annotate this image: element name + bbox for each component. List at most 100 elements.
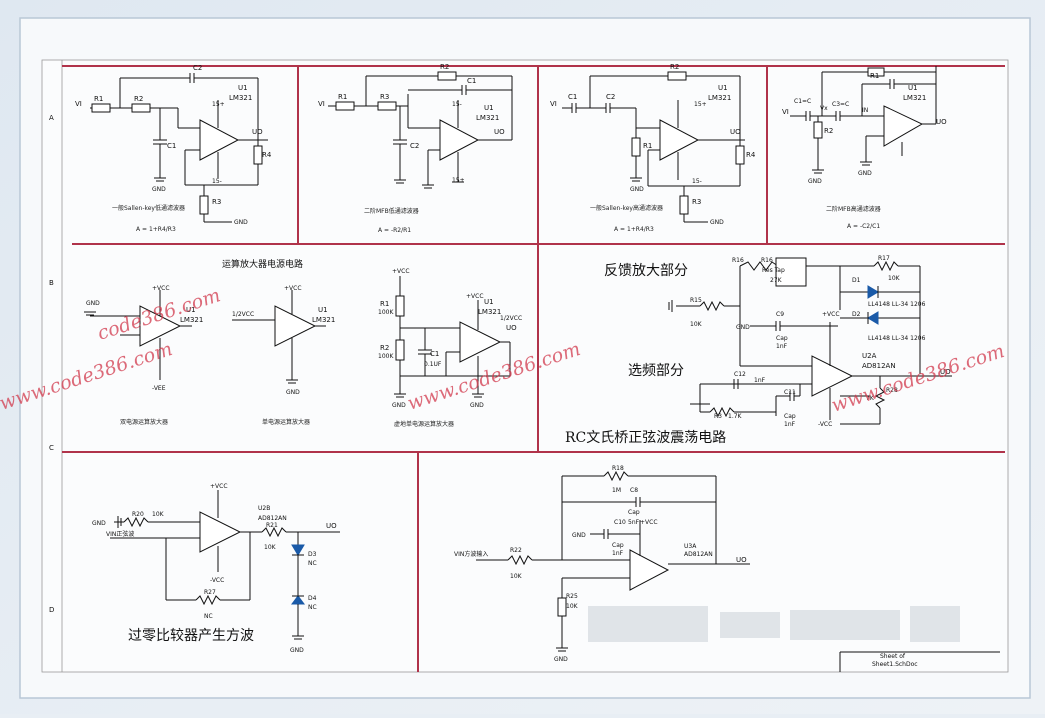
label-vplus: 15+ bbox=[694, 101, 707, 108]
label-gnd: GND bbox=[92, 520, 106, 527]
label-uo: UO bbox=[326, 522, 337, 530]
label-vin-sine: VIN正弦波 bbox=[106, 530, 134, 538]
label-r27: R27 bbox=[204, 589, 216, 596]
label-uo: UO bbox=[736, 556, 747, 564]
label-u1: U1 bbox=[718, 84, 728, 92]
wien-bridge-circuit bbox=[668, 257, 952, 425]
formula-sallen-key-highpass: A = 1+R4/R3 bbox=[614, 226, 654, 233]
label-vx: Vx bbox=[820, 105, 828, 112]
label-vminus: 15- bbox=[212, 178, 222, 185]
label-lm321: LM321 bbox=[229, 94, 252, 102]
blurred-region bbox=[588, 606, 960, 642]
label-cap: Cap bbox=[628, 509, 640, 516]
label-vcc: +VCC bbox=[640, 519, 658, 526]
label-nvcc: -VCC bbox=[818, 421, 832, 428]
label-d1: D1 bbox=[852, 277, 861, 284]
label-vminus: 15- bbox=[452, 101, 462, 108]
label-uo: UO bbox=[936, 118, 947, 126]
formula-mfb-lowpass: A = -R2/R1 bbox=[378, 227, 411, 234]
mfb-highpass-circuit bbox=[790, 66, 937, 174]
label-ll4148: LL4148 LL-34 1206 bbox=[868, 301, 926, 308]
label-c10: C10 bbox=[614, 519, 626, 526]
label-1-7k: 1.7K bbox=[728, 413, 743, 420]
label-lm321: LM321 bbox=[312, 316, 335, 324]
title-block bbox=[839, 651, 1000, 672]
label-r16: R16 bbox=[761, 257, 773, 264]
label-gnd: GND bbox=[858, 170, 872, 177]
dual-supply-opamp-circuit bbox=[84, 290, 192, 380]
mfb-lowpass-circuit bbox=[328, 71, 513, 189]
border-letter-a: A bbox=[49, 114, 54, 122]
label-res-tap: Res Tap bbox=[762, 267, 785, 274]
label-vcc: +VCC bbox=[392, 268, 410, 275]
caption-virtual-ground: 虚地单电源运算放大器 bbox=[394, 420, 454, 428]
title-comparator: 过零比较器产生方波 bbox=[128, 628, 254, 644]
label-r22: R22 bbox=[510, 547, 522, 554]
label-r3: R3 bbox=[380, 93, 389, 101]
label-r17: R17 bbox=[878, 255, 890, 262]
label-c1eq: C1=C bbox=[794, 98, 811, 105]
integrator-circuit bbox=[476, 470, 750, 652]
label-vminus: 15- bbox=[692, 178, 702, 185]
label-u1: U1 bbox=[318, 306, 328, 314]
label-gnd: GND bbox=[152, 186, 166, 193]
label-vplus: 15+ bbox=[452, 177, 465, 184]
label-1nf: 1nF bbox=[754, 377, 766, 384]
label-lm321: LM321 bbox=[903, 94, 926, 102]
virtual-ground-opamp-circuit bbox=[394, 276, 511, 398]
caption-mfb-lowpass: 二阶MFB低通滤波器 bbox=[364, 207, 419, 215]
label-u2b: U2B bbox=[258, 505, 270, 512]
title-feedback: 反馈放大部分 bbox=[604, 263, 688, 279]
single-supply-opamp-circuit bbox=[232, 290, 326, 384]
label-r1: R1 bbox=[643, 142, 652, 150]
label-vi: VI bbox=[550, 100, 557, 108]
label-gnd: GND bbox=[710, 219, 724, 226]
label-r100k: 100K bbox=[378, 309, 394, 316]
label-uo: UO bbox=[252, 128, 263, 136]
label-r20: R20 bbox=[132, 511, 144, 518]
label-c2: C2 bbox=[606, 93, 615, 101]
label-nvcc: -VCC bbox=[210, 577, 224, 584]
label-r16: R16 bbox=[732, 257, 744, 264]
label-vcc: +VCC bbox=[822, 311, 840, 318]
label-gnd: GND bbox=[554, 656, 568, 663]
label-r25: R25 bbox=[566, 593, 578, 600]
label-c2: C2 bbox=[193, 64, 202, 72]
title-freq-select: 选频部分 bbox=[628, 363, 684, 379]
label-c8: C8 bbox=[630, 487, 638, 494]
label-c3eq: C3=C bbox=[832, 101, 849, 108]
label-c1: C1 bbox=[568, 93, 577, 101]
label-c1: C1 bbox=[430, 350, 439, 358]
label-d3: D3 bbox=[308, 551, 317, 558]
label-10k: 10K bbox=[510, 573, 523, 580]
label-r15: R15 bbox=[690, 297, 702, 304]
label-1nf: 1nF bbox=[776, 343, 788, 350]
label-7k: 7K bbox=[866, 395, 875, 402]
label-cap: Cap bbox=[776, 335, 788, 342]
label-r2: R2 bbox=[380, 344, 389, 352]
label-r2: R2 bbox=[440, 63, 449, 71]
label-vcc: +VCC bbox=[466, 293, 484, 300]
label-u1: U1 bbox=[186, 306, 196, 314]
label-r3: R3 bbox=[212, 198, 221, 206]
label-gnd: GND bbox=[630, 186, 644, 193]
formula-mfb-highpass: A = -C2/C1 bbox=[847, 223, 880, 230]
label-vi: VI bbox=[75, 100, 82, 108]
label-vi: VI bbox=[782, 108, 789, 116]
label-gnd: GND bbox=[470, 402, 484, 409]
label-r1: R1 bbox=[870, 72, 879, 80]
label-r4: R4 bbox=[262, 151, 272, 159]
label-lm321: LM321 bbox=[476, 114, 499, 122]
label-10k: 10K bbox=[690, 321, 703, 328]
label-r18: R18 bbox=[612, 465, 624, 472]
label-vin-square: VIN方波输入 bbox=[454, 550, 488, 558]
label-gnd: GND bbox=[286, 389, 300, 396]
label-c9: C9 bbox=[776, 311, 784, 318]
label-cap: Cap bbox=[784, 413, 796, 420]
label-r2: R2 bbox=[824, 127, 833, 135]
label-c1: C1 bbox=[467, 77, 476, 85]
label-gnd: GND bbox=[808, 178, 822, 185]
label-nc: NC bbox=[308, 560, 317, 567]
title-rc-oscillator: RC文氏桥正弦波震荡电路 bbox=[565, 430, 726, 446]
border-letter-c: C bbox=[49, 444, 54, 452]
